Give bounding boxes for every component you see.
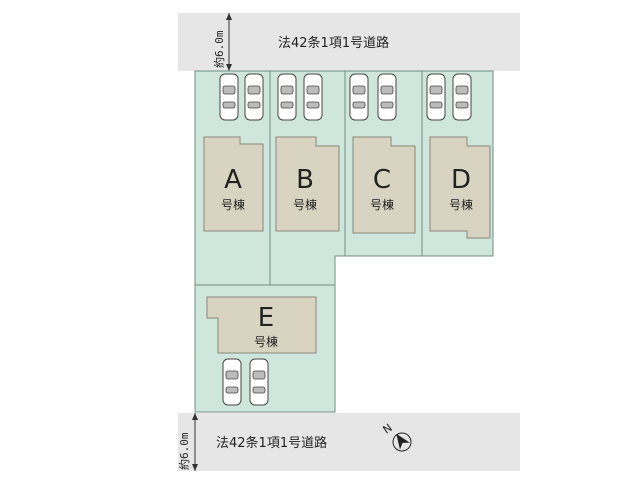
top-road-width-label: 約6.0m: [212, 30, 226, 68]
top-road: [178, 13, 520, 71]
lot-c[interactable]: C 号棟: [352, 136, 416, 234]
top-road-width-dimension: [226, 13, 232, 71]
lot-a[interactable]: A 号棟: [203, 136, 264, 232]
car-icon: [277, 73, 297, 121]
bottom-road-width-dimension: [192, 413, 198, 471]
building-d: [429, 136, 491, 239]
car-icon: [244, 73, 264, 121]
building-b: [275, 136, 340, 232]
lot-b-sub: 号棟: [293, 197, 317, 212]
lot-c-letter: C: [373, 165, 391, 195]
car-icon: [222, 358, 242, 406]
bottom-road: [178, 413, 520, 471]
building-e: [206, 296, 317, 354]
top-road-label: 法42条1項1号道路: [278, 35, 389, 51]
lot-a-sub: 号棟: [221, 197, 245, 212]
car-icon: [377, 73, 397, 121]
car-icon: [303, 73, 323, 121]
lot-d-sub: 号棟: [449, 197, 473, 212]
car-icon: [452, 73, 472, 121]
lot-a-letter: A: [224, 165, 242, 195]
parking-cars: [219, 73, 472, 406]
bottom-road-width-label: 約6.0m: [177, 432, 191, 470]
bottom-road-label: 法42条1項1号道路: [216, 435, 327, 451]
car-icon: [349, 73, 369, 121]
lot-e-letter: E: [258, 303, 274, 333]
lot-b-letter: B: [296, 165, 314, 195]
car-icon: [249, 358, 269, 406]
car-icon: [426, 73, 446, 121]
lot-c-sub: 号棟: [370, 197, 394, 212]
building-c: [352, 136, 416, 234]
lot-b[interactable]: B 号棟: [275, 136, 340, 232]
north-arrow-icon: [392, 432, 412, 452]
lot-e[interactable]: E 号棟: [206, 296, 317, 354]
lot-d[interactable]: D 号棟: [429, 136, 491, 239]
lot-e-sub: 号棟: [254, 334, 278, 349]
car-icon: [219, 73, 239, 121]
building-a: [203, 136, 264, 232]
lot-d-letter: D: [451, 165, 471, 195]
